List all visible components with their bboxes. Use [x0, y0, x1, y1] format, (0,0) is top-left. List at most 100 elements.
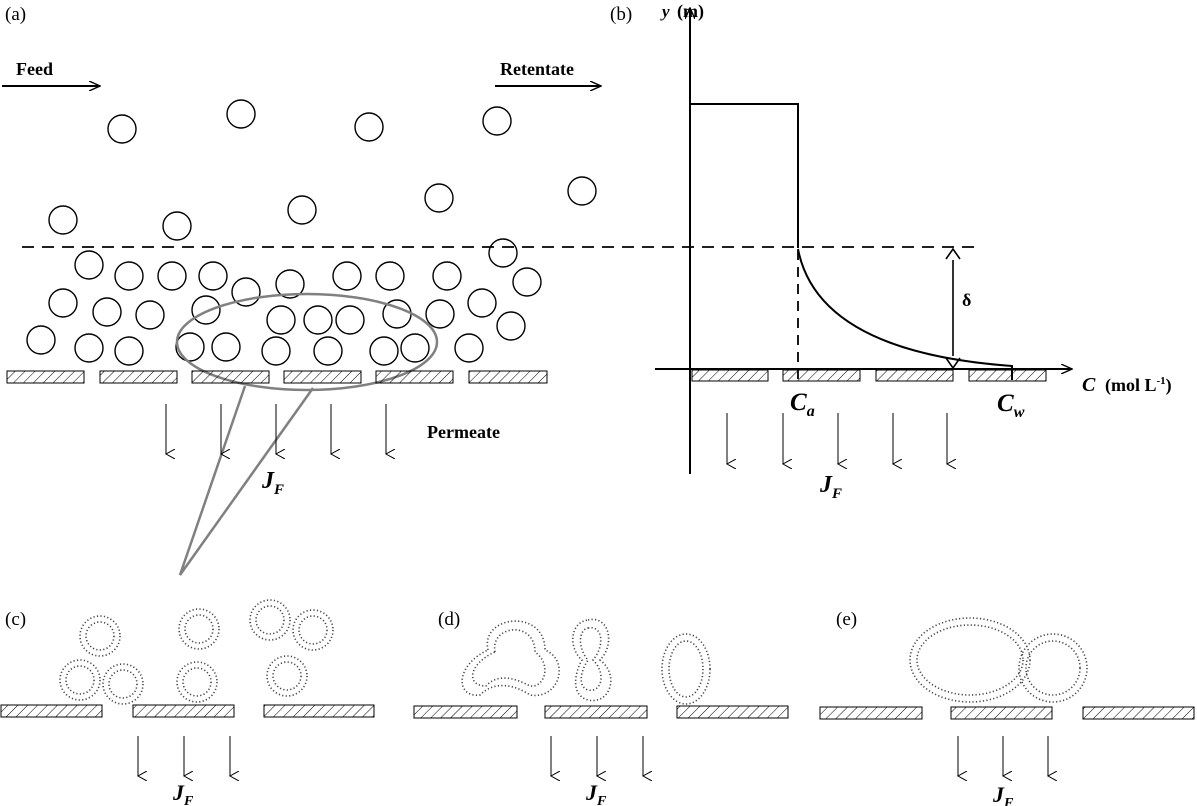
panel-e-label: (e) [836, 609, 857, 630]
bulk-concentration-profile [690, 103, 799, 248]
particle [26, 325, 56, 355]
vesicle [249, 599, 291, 641]
particle [567, 176, 597, 206]
panel-a-label: (a) [5, 4, 26, 25]
membrane-d [413, 705, 789, 719]
particle [157, 261, 187, 291]
particle [114, 336, 144, 366]
large-vesicle [916, 624, 1024, 696]
particle [266, 305, 296, 335]
vesicle [184, 614, 214, 644]
particle [198, 261, 228, 291]
particle [369, 336, 399, 366]
particle [107, 114, 137, 144]
particle [332, 261, 362, 291]
fused-vesicle [461, 620, 560, 697]
flux-label-e: JF [992, 782, 1014, 806]
panel-c: (c) JF [0, 599, 375, 806]
fused-vesicle [579, 627, 602, 691]
particle [191, 295, 221, 325]
vesicle [661, 633, 711, 705]
particle [496, 311, 526, 341]
particle [162, 211, 192, 241]
panel-e: (e) JF [819, 609, 1195, 806]
cw-label: Cw [997, 390, 1025, 421]
vesicles-e [909, 617, 1088, 703]
particle [512, 267, 542, 297]
flux-label-d: JF [585, 780, 607, 806]
particle [375, 261, 405, 291]
particle [482, 106, 512, 136]
magnifier-callout [178, 385, 315, 576]
vesicle [1025, 640, 1081, 696]
particle [226, 99, 256, 129]
particle [261, 336, 291, 366]
particle [335, 305, 365, 335]
vesicle [298, 615, 328, 645]
permeate-flux-arrows-b [727, 413, 947, 464]
vesicles-c [59, 599, 334, 705]
layer-particles [26, 238, 542, 366]
panel-b-label: (b) [610, 4, 632, 25]
permeate-flux-arrows-c [138, 736, 230, 776]
particle [287, 195, 317, 225]
permeate-flux-arrows-d [551, 736, 643, 776]
flux-label-a: JF [261, 468, 284, 498]
fused-vesicle [471, 629, 546, 687]
permeate-flux-arrows-e [958, 736, 1048, 776]
particle [74, 250, 104, 280]
vesicle [272, 661, 302, 691]
x-axis-unit: (mol L-1) [1105, 375, 1172, 396]
delta-arrow-top [945, 247, 961, 260]
polarization-curve [797, 248, 1013, 380]
particle [454, 333, 484, 363]
ca-label: Ca [790, 389, 815, 420]
membrane-a [6, 370, 548, 384]
panel-d-label: (d) [438, 609, 460, 630]
vesicle [1018, 633, 1088, 703]
delta-label: δ [962, 290, 971, 310]
particle [211, 332, 241, 362]
delta-arrow-bottom [945, 357, 961, 370]
particle [48, 288, 78, 318]
membrane-b [691, 369, 1047, 382]
particle [400, 333, 430, 363]
particle [467, 288, 497, 318]
particle [92, 297, 122, 327]
panel-d: (d) JF [413, 609, 789, 806]
particle [488, 238, 518, 268]
fused-vesicle [572, 618, 612, 702]
particle [48, 205, 78, 235]
vesicle [178, 608, 220, 650]
flux-label-c: JF [172, 780, 194, 806]
y-axis-var: y [660, 2, 670, 21]
feed-label: Feed [16, 59, 53, 79]
particle [175, 332, 205, 362]
vesicles-d [461, 618, 711, 705]
particle [432, 261, 462, 291]
particle [114, 261, 144, 291]
panel-c-label: (c) [5, 609, 26, 630]
particle [231, 277, 261, 307]
particle [275, 269, 305, 299]
flux-label-b: JF [819, 472, 842, 502]
retentate-label: Retentate [500, 59, 574, 79]
permeate-flux-arrows-a [166, 404, 386, 454]
permeate-label: Permeate [427, 422, 500, 442]
panel-a: (a) Feed Retentate [2, 4, 980, 576]
vesicle [266, 655, 308, 697]
x-axis-var: C [1082, 374, 1096, 396]
vesicle [65, 665, 95, 695]
membrane-c [0, 704, 375, 718]
vesicle [108, 669, 138, 699]
bulk-particles [48, 99, 597, 241]
vesicle [292, 609, 334, 651]
particle [425, 299, 455, 329]
magnifier-ellipse [175, 292, 439, 392]
vesicle [85, 621, 115, 651]
vesicle [255, 605, 285, 635]
particle [135, 300, 165, 330]
particle [74, 333, 104, 363]
membrane-e [819, 706, 1195, 720]
